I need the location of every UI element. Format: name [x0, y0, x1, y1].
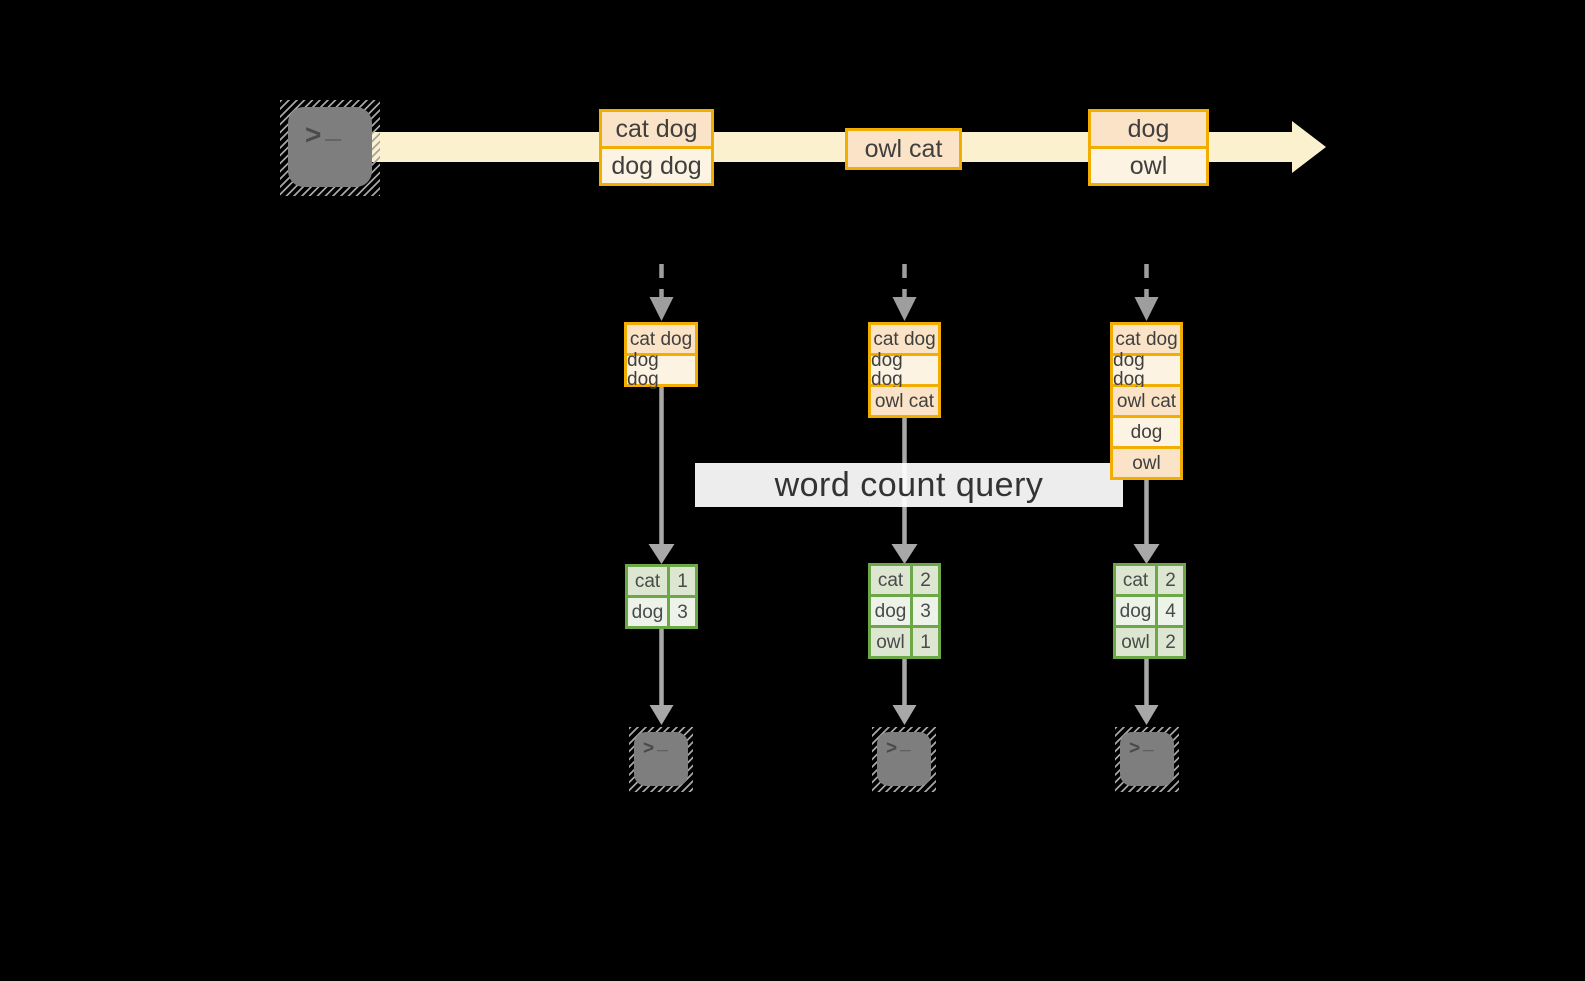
stream-event-box-3: dog owl — [1088, 109, 1209, 186]
buffer-row: dog dog — [627, 351, 695, 389]
output-terminal-icon-3: >_ — [1115, 727, 1179, 792]
stream-event-line: dog — [1091, 112, 1206, 146]
stream-event-box-2: owl cat — [845, 128, 962, 170]
buffer-stack-2: cat dog dog dog owl cat — [868, 322, 941, 418]
buffer-row: cat dog — [1113, 325, 1180, 353]
buffer-row: dog — [1113, 418, 1180, 446]
dashed-arrow-head-2 — [892, 297, 917, 321]
count-cell: 3 — [670, 598, 695, 626]
stream-event-line: owl cat — [848, 131, 959, 167]
word-count-query-label: word count query — [695, 463, 1123, 507]
dashed-arrow-head-3 — [1134, 297, 1159, 321]
buffer-row: owl cat — [1113, 387, 1180, 415]
word-cell: cat — [628, 567, 667, 595]
count-cell: 1 — [913, 628, 938, 656]
buffer-row: dog dog — [871, 351, 938, 389]
count-cell: 4 — [1158, 597, 1183, 625]
buffer-row: owl — [1113, 449, 1180, 477]
count-cell: 1 — [670, 567, 695, 595]
output-terminal-icon-2: >_ — [872, 727, 936, 792]
stream-arrowhead — [1292, 121, 1326, 173]
stream-event-line: dog dog — [602, 149, 711, 183]
count-table-1: cat 1 dog 3 — [625, 564, 698, 629]
terminal-prompt-glyph: >_ — [643, 733, 668, 759]
buffer-row: cat dog — [871, 325, 938, 353]
buffer-stack-1: cat dog dog dog — [624, 322, 698, 389]
query-arrow-head-1 — [648, 544, 675, 564]
word-cell: dog — [628, 598, 667, 626]
terminal-screen: >_ — [877, 732, 931, 786]
query-arrow-head-2 — [891, 544, 918, 564]
dashed-arrow-head-1 — [649, 297, 674, 321]
word-cell: owl — [1116, 628, 1155, 656]
terminal-prompt-glyph: >_ — [305, 112, 341, 150]
query-arrow-head-3 — [1133, 544, 1160, 564]
buffer-row: cat dog — [627, 325, 695, 353]
count-cell: 3 — [913, 597, 938, 625]
word-cell: owl — [871, 628, 910, 656]
stream-event-box-1: cat dog dog dog — [599, 109, 714, 186]
count-cell: 2 — [1158, 566, 1183, 594]
output-arrow-head-1 — [649, 705, 674, 725]
word-cell: dog — [871, 597, 910, 625]
buffer-row: owl cat — [871, 387, 938, 415]
count-cell: 2 — [1158, 628, 1183, 656]
word-cell: dog — [1116, 597, 1155, 625]
count-table-2: cat 2 dog 3 owl 1 — [868, 563, 941, 659]
word-cell: cat — [1116, 566, 1155, 594]
terminal-screen: >_ — [1120, 732, 1174, 786]
count-cell: 2 — [913, 566, 938, 594]
terminal-screen: >_ — [288, 107, 372, 187]
terminal-prompt-glyph: >_ — [1129, 733, 1154, 759]
terminal-screen: >_ — [634, 732, 688, 786]
count-table-3: cat 2 dog 4 owl 2 — [1113, 563, 1186, 659]
output-terminal-icon-1: >_ — [629, 727, 693, 792]
word-cell: cat — [871, 566, 910, 594]
source-terminal-icon: >_ — [280, 100, 380, 196]
output-arrow-head-2 — [892, 705, 917, 725]
stream-event-line: owl — [1091, 149, 1206, 183]
buffer-row: dog dog — [1113, 351, 1180, 389]
buffer-stack-3: cat dog dog dog owl cat dog owl — [1110, 322, 1183, 480]
output-arrow-head-3 — [1134, 705, 1159, 725]
terminal-prompt-glyph: >_ — [886, 733, 911, 759]
stream-event-line: cat dog — [602, 112, 711, 146]
